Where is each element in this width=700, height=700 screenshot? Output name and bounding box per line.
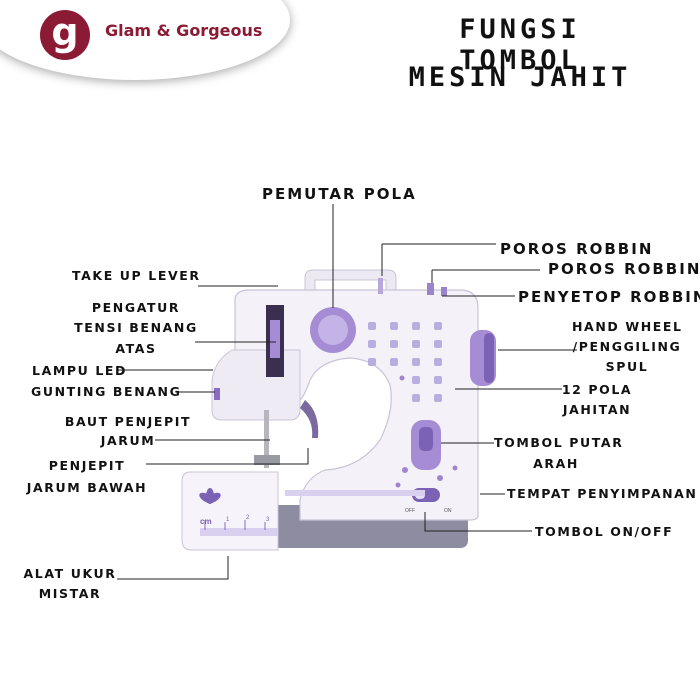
label-tombol-onoff: TOMBOL ON/OFF bbox=[535, 522, 673, 542]
label-hand-wheel-2: /PENGGILING bbox=[572, 337, 682, 357]
label-take-up-lever: TAKE UP LEVER bbox=[72, 266, 201, 286]
label-alat-ukur-2: MISTAR bbox=[22, 584, 118, 604]
label-12-pola-2: JAHITAN bbox=[556, 400, 638, 420]
label-tempat-penyimpanan: TEMPAT PENYIMPANAN bbox=[507, 484, 698, 504]
label-penjepit-2: JARUM BAWAH bbox=[26, 478, 148, 498]
label-alat-ukur-1: ALAT UKUR bbox=[22, 564, 118, 584]
label-hand-wheel-1: HAND WHEEL bbox=[572, 317, 682, 337]
label-penjepit-1: PENJEPIT bbox=[26, 456, 148, 476]
label-12-pola-1: 12 POLA bbox=[556, 380, 638, 400]
label-tombol-putar-2: ARAH bbox=[494, 454, 618, 474]
label-pengatur-1: PENGATUR bbox=[72, 298, 200, 318]
label-gunting-benang: GUNTING BENANG bbox=[31, 382, 181, 402]
label-lampu-led: LAMPU LED bbox=[32, 361, 127, 381]
label-baut-penjepit-2: JARUM bbox=[60, 431, 196, 451]
label-pemutar-pola: PEMUTAR POLA bbox=[262, 184, 417, 204]
label-hand-wheel-3: SPUL bbox=[572, 357, 682, 377]
label-poros-robbin-1: POROS ROBBIN bbox=[500, 239, 653, 259]
label-pengatur-2: TENSI BENANG bbox=[72, 318, 200, 338]
label-penyetop-robbin: PENYETOP ROBBIN bbox=[518, 287, 700, 307]
label-poros-robbin-2: POROS ROBBIN bbox=[548, 259, 700, 279]
label-tombol-putar-1: TOMBOL PUTAR bbox=[494, 433, 618, 453]
label-pengatur-3: ATAS bbox=[72, 339, 200, 359]
label-baut-penjepit-1: BAUT PENJEPIT bbox=[60, 412, 196, 432]
